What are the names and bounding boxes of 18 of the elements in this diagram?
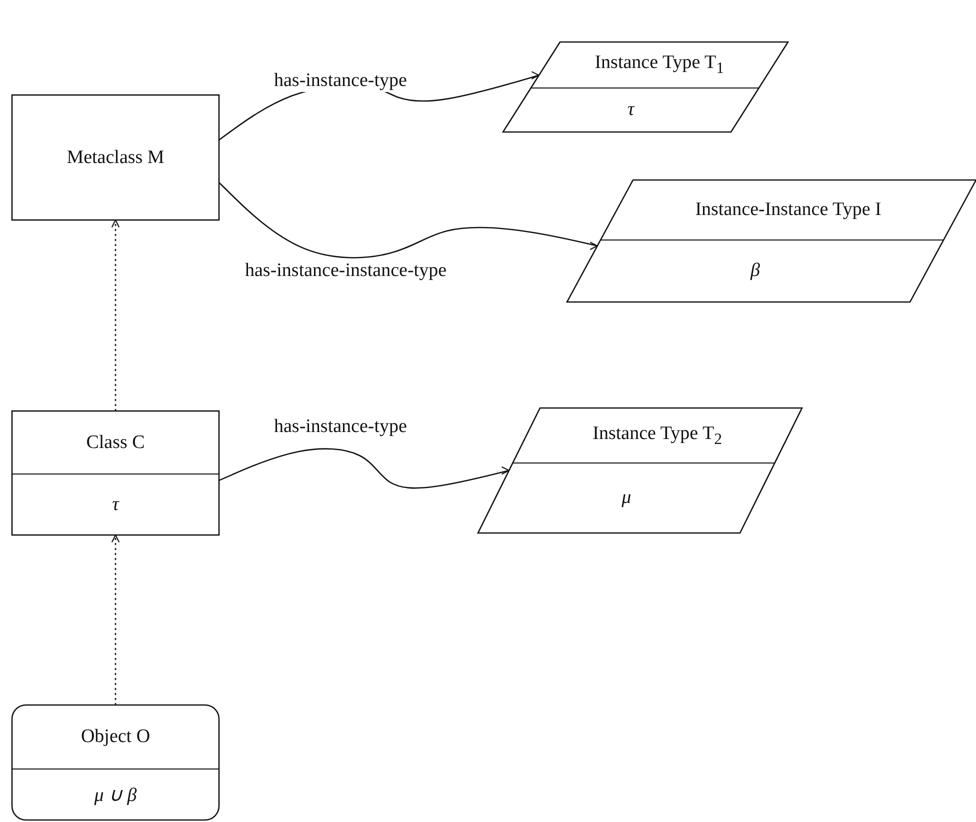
node-title: Instance Type T$_{2}$ [592,422,722,448]
node-title: Object O [80,726,150,748]
type-expression: μ ∪ β [94,784,137,806]
edge-label: has-instance-instance-type [243,260,449,282]
type-expression: β [750,260,760,282]
node-title: Instance-Instance Type I [695,199,882,221]
edge-label: has-instance-type [272,70,409,92]
arrow [111,534,120,705]
type-expression: τ [628,99,634,121]
type-expression: μ [622,487,632,509]
edge-label: has-instance-type [272,416,409,438]
arrow [111,219,120,411]
arrow [218,182,598,258]
type-expression: τ [112,494,119,516]
node-title: Metaclass M [66,146,164,168]
arrow [218,448,510,489]
node-title: Class C [86,432,145,454]
node-title: Instance Type T$_{1}$ [594,52,724,78]
